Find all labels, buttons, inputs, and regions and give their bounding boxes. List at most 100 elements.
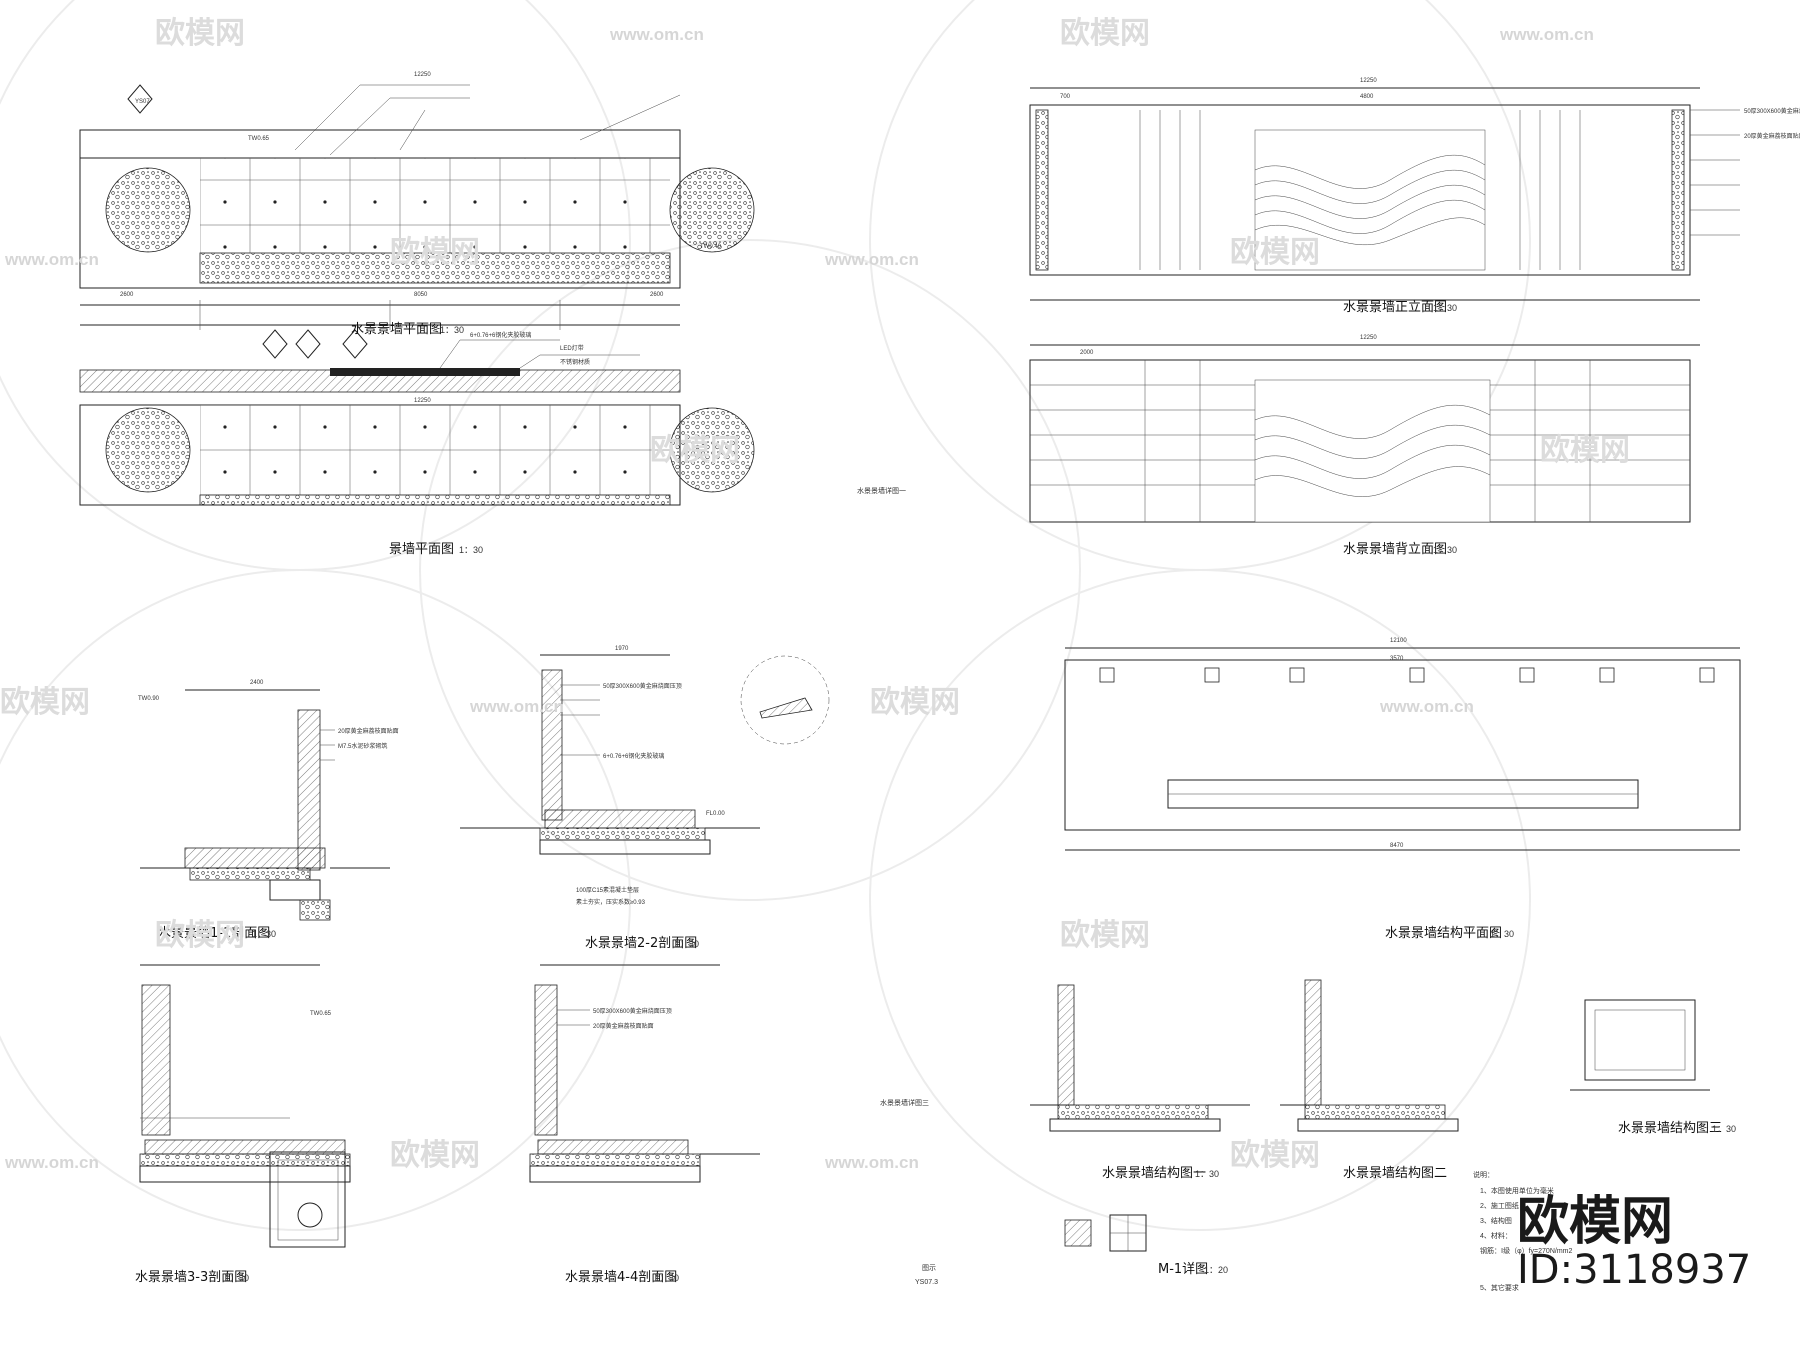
svg-text:5、其它要求: 5、其它要求 (1480, 1283, 1519, 1292)
callout-coping: 50厚300X600黄金麻烧面压顶 (1744, 107, 1800, 115)
corner-id: ID:3118937 (1517, 1247, 1751, 1293)
svg-text:欧模网: 欧模网 (870, 685, 960, 720)
svg-text:欧模网: 欧模网 (390, 1138, 480, 1173)
svg-text:欧模网: 欧模网 (390, 235, 480, 270)
svg-text:www.om.cn: www.om.cn (1379, 697, 1474, 716)
callout-steel: 不锈钢材质 (560, 358, 590, 366)
svg-text:钢筋：Ⅰ级（φ）fy=270N/mm2: 钢筋：Ⅰ级（φ）fy=270N/mm2 (1480, 1246, 1572, 1255)
front-elevation (1029, 87, 1740, 301)
callout-glass: 6+0.76+6钢化夹胶玻璃 (470, 331, 531, 339)
scale-m1: 1：20 (1204, 1265, 1228, 1275)
dim-1970: 1970 (615, 646, 629, 652)
dim-half-a: 2600 (120, 292, 134, 298)
title-struct-1: 水景景墙结构图一 (1102, 1166, 1206, 1181)
callout-facing-b: 20厚黄金麻荔枝面贴面 (338, 727, 399, 735)
corner-logo: 欧模网 (1517, 1192, 1673, 1252)
svg-text:说明：: 说明： (1473, 1170, 1494, 1179)
svg-text:3、结构图: 3、结构图 (1480, 1216, 1512, 1225)
scale-sec-1: 1：30 (252, 929, 276, 939)
svg-text:欧模网: 欧模网 (155, 16, 245, 51)
tag-ys07-a: YS07 (135, 99, 150, 105)
title-sec-1: 水景景墙1-1剖面图 (158, 926, 270, 941)
svg-text:2、施工图纸: 2、施工图纸 (1480, 1201, 1519, 1210)
tag-tw-d: TW0.65 (310, 1011, 332, 1017)
svg-text:欧模网: 欧模网 (155, 918, 245, 953)
scale-sec-2: 1：30 (675, 939, 699, 949)
scale-sec-4: 1：30 (655, 1273, 679, 1283)
dim-4800: 4800 (1360, 94, 1374, 100)
notes-block: 说明： 1、本图使用单位为毫米 2、施工图纸 3、结构图 4、材料： 钢筋：Ⅰ级… (1473, 1170, 1572, 1292)
svg-text:欧模网: 欧模网 (1060, 918, 1150, 953)
svg-text:欧模网: 欧模网 (1230, 235, 1320, 270)
detail-m1 (1064, 1214, 1147, 1252)
watermark-layer (0, 0, 1531, 1231)
plan-view-1 (79, 84, 755, 359)
svg-text:www.om.cn: www.om.cn (1499, 25, 1594, 44)
callout-coping-b: 50厚300X600黄金麻烧面压顶 (603, 682, 682, 690)
title-front-elev: 水景景墙正立面图 (1343, 300, 1447, 315)
watermark-brands: 欧模网 www.om.cn 欧模网 www.om.cn www.om.cn 欧模… (0, 16, 1630, 1173)
svg-text:欧模网: 欧模网 (0, 685, 90, 720)
callout-facing: 20厚黄金麻荔枝面贴面 (1744, 132, 1800, 140)
tag-tw-b: TW0.40 (700, 244, 722, 250)
scale-back-elev: 1：30 (1433, 545, 1457, 555)
svg-text:www.om.cn: www.om.cn (824, 1153, 919, 1172)
callout-facing-c: 20厚黄金麻荔枝面贴面 (593, 1022, 654, 1030)
title-plan-2: 景墙平面图 (389, 542, 454, 557)
title-plan-1: 水景景墙平面图 (351, 322, 442, 337)
callout-coping-c: 50厚300X600黄金麻烧面压顶 (593, 1007, 672, 1015)
scale-plan-1: 1：30 (440, 325, 464, 335)
dim-12250-b: 12250 (414, 398, 431, 404)
scale-struct-1: 1：30 (1195, 1169, 1219, 1179)
dim-2400: 2400 (250, 680, 264, 686)
label-detail-1: 水景景墙详图一 (857, 486, 906, 495)
title-struct-3: 水景景墙结构图三 (1618, 1121, 1722, 1136)
dim-12250-a: 12250 (414, 72, 431, 78)
svg-text:www.om.cn: www.om.cn (824, 250, 919, 269)
dim-3570: 3570 (1390, 656, 1404, 662)
svg-text:www.om.cn: www.om.cn (4, 1153, 99, 1172)
label-detail-3: 水景景墙详图三 (880, 1098, 929, 1107)
svg-text:欧模网: 欧模网 (650, 433, 740, 468)
scale-sec-3: 1：30 (225, 1273, 249, 1283)
callout-mortar: M7.5水泥砂浆砌筑 (338, 742, 387, 750)
dim-8470: 8470 (1390, 843, 1404, 849)
svg-text:欧模网: 欧模网 (1540, 433, 1630, 468)
section-1-1 (140, 689, 390, 921)
scale-struct-3: 1：30 (1712, 1124, 1736, 1134)
svg-text:欧模网: 欧模网 (1230, 1138, 1320, 1173)
title-sec-4: 水景景墙4-4剖面图 (565, 1270, 677, 1285)
dim-12250-c: 12250 (1360, 78, 1377, 84)
tag-tw-c: TW0.90 (138, 696, 160, 702)
tag-tw-a: TW0.65 (248, 136, 270, 142)
structure-detail-1 (1030, 984, 1250, 1132)
structure-plan (1064, 647, 1741, 851)
structure-detail-2 (1280, 979, 1459, 1132)
scale-struct-plan: 1：30 (1490, 929, 1514, 939)
title-sec-2: 水景景墙2-2剖面图 (585, 936, 697, 951)
title-back-elev: 水景景墙背立面图 (1343, 542, 1447, 557)
section-4-4 (529, 964, 760, 1183)
dim-12250-d: 12250 (1360, 335, 1377, 341)
svg-text:www.om.cn: www.om.cn (4, 250, 99, 269)
dim-half-b: 2600 (650, 292, 664, 298)
dim-mid-a: 8050 (414, 292, 428, 298)
label-sheet-no: YS07.3 (915, 1279, 938, 1286)
svg-text:1、本图使用单位为毫米: 1、本图使用单位为毫米 (1480, 1186, 1554, 1195)
section-2-2 (460, 654, 830, 855)
scale-plan-2: 1：30 (459, 545, 483, 555)
section-3-3 (139, 964, 351, 1248)
callout-soil: 素土夯实，压实系数≥0.93 (576, 898, 646, 906)
title-sec-3: 水景景墙3-3剖面图 (135, 1270, 247, 1285)
scale-front-elev: 1：30 (1433, 303, 1457, 313)
dim-700: 700 (1060, 94, 1071, 100)
callout-base: 100厚C15素混凝土垫层 (576, 886, 639, 894)
dim-12100: 12100 (1390, 638, 1407, 644)
callout-led: LED灯带 (560, 344, 584, 352)
title-struct-2: 水景景墙结构图二 (1343, 1166, 1447, 1181)
svg-text:欧模网: 欧模网 (1060, 16, 1150, 51)
structure-detail-3 (1570, 999, 1710, 1091)
title-m1: M-1详图 (1158, 1262, 1208, 1277)
callout-glass-b: 6+0.76+6钢化夹胶玻璃 (603, 752, 664, 760)
